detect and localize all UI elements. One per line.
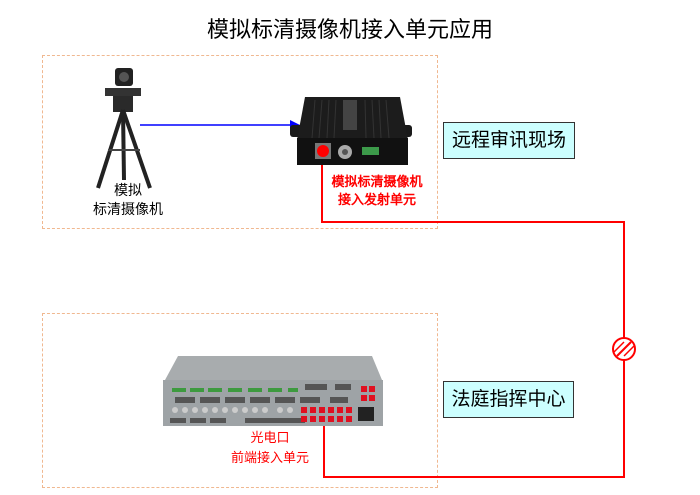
- diagram-title: 模拟标清摄像机接入单元应用: [206, 18, 493, 43]
- receiver-label-line1: 光电口: [250, 431, 290, 446]
- center-site-label: 法庭指挥中心: [443, 381, 574, 418]
- center-site-region: [42, 313, 438, 488]
- camera-label-line2: 标清摄像机: [93, 202, 163, 218]
- remote-site-label: 远程审讯现场: [443, 122, 575, 159]
- tripod-camera-icon: [96, 68, 152, 189]
- transmitter-device-icon: [290, 97, 412, 165]
- receiver-label-line2: 前端接入单元: [230, 451, 309, 466]
- transmitter-label-line2: 接入发射单元: [337, 193, 416, 208]
- fiber-link-icon: [612, 337, 636, 361]
- rack-chassis-icon: [163, 356, 383, 426]
- transmitter-label-line1: 模拟标清摄像机: [331, 175, 423, 190]
- video-signal-arrow: [140, 120, 300, 130]
- camera-label-line1: 模拟: [114, 183, 142, 199]
- remote-site-region: [42, 55, 438, 229]
